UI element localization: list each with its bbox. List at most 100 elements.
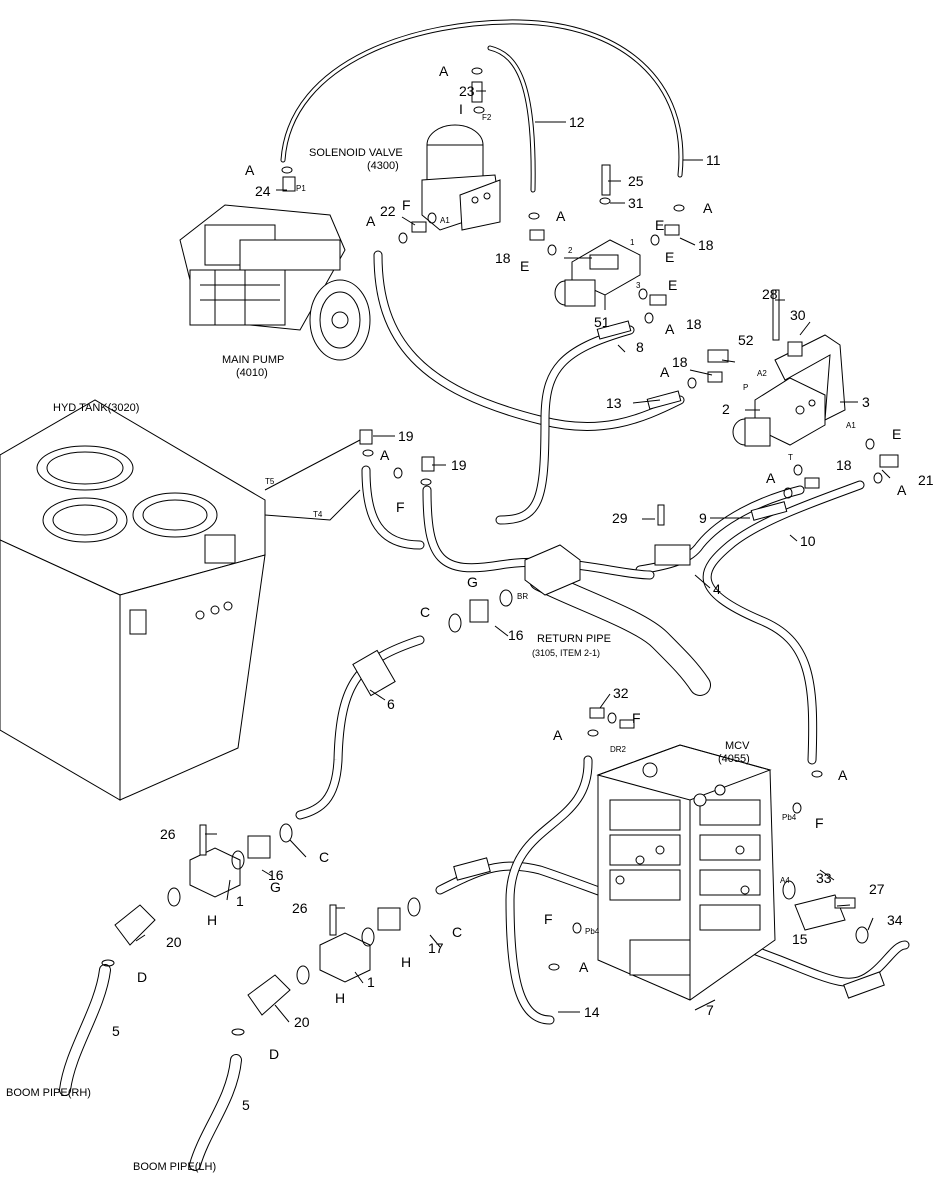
callout-16-b: 16 bbox=[268, 867, 284, 883]
part-callouts: 11 12 23 24 22 25 31 18 18 18 18 18 51 2… bbox=[112, 83, 934, 1113]
hose-10 bbox=[702, 480, 865, 765]
line-t5 bbox=[361, 465, 425, 550]
headings: SOLENOID VALVE (4300) MAIN PUMP (4010) H… bbox=[6, 147, 750, 1173]
letter-a-4: A bbox=[556, 208, 566, 224]
callout-15: 15 bbox=[792, 931, 808, 947]
callout-33: 33 bbox=[816, 870, 832, 886]
pipes-layer bbox=[59, 19, 910, 1171]
letter-a-2: A bbox=[245, 162, 255, 178]
letter-a-1: A bbox=[439, 63, 449, 79]
callout-7: 7 bbox=[706, 1002, 714, 1018]
port-pb4-right: Pb4 bbox=[782, 813, 797, 822]
letter-a-12: A bbox=[838, 767, 848, 783]
callout-11: 11 bbox=[706, 152, 721, 168]
letter-d-1: D bbox=[137, 969, 147, 985]
letter-d-2: D bbox=[269, 1046, 279, 1062]
callout-51: 51 bbox=[594, 314, 610, 330]
letter-e-1: E bbox=[655, 217, 664, 233]
letter-e-3: E bbox=[665, 249, 674, 265]
heading-boom-pipe-lh: BOOM PIPE(LH) bbox=[133, 1161, 216, 1173]
port-t: T bbox=[788, 453, 793, 462]
callout-24: 24 bbox=[255, 183, 271, 199]
port-a2: A2 bbox=[757, 369, 767, 378]
hose-12 bbox=[487, 45, 536, 193]
letter-callouts: A A I F A A E E E A A E E A A A A F G C … bbox=[137, 63, 907, 1062]
callout-52: 52 bbox=[738, 332, 754, 348]
port-a1-valve: A1 bbox=[440, 216, 450, 225]
callout-3: 3 bbox=[862, 394, 870, 410]
callout-21: 21 bbox=[918, 472, 934, 488]
letter-a-6: A bbox=[665, 321, 675, 337]
letter-h-3: H bbox=[335, 990, 345, 1006]
callout-5-a: 5 bbox=[112, 1023, 120, 1039]
heading-return-pipe-no: (3105, ITEM 2-1) bbox=[532, 648, 600, 658]
callout-30: 30 bbox=[790, 307, 806, 323]
callout-22: 22 bbox=[380, 203, 396, 219]
callout-18-a: 18 bbox=[495, 250, 511, 266]
port-p1: P1 bbox=[296, 184, 306, 193]
callout-28: 28 bbox=[762, 286, 778, 302]
port-p: P bbox=[743, 383, 748, 392]
letter-a-10: A bbox=[380, 447, 390, 463]
callout-1-a: 1 bbox=[236, 893, 244, 909]
port-dr2: DR2 bbox=[610, 745, 627, 754]
callout-29: 29 bbox=[612, 510, 628, 526]
heading-main-pump-no: (4010) bbox=[236, 367, 268, 379]
port-labels: P1 F2 A1 1 2 3 A2 P A1 T T5 T4 BR DR2 Pb… bbox=[265, 113, 856, 936]
callout-9: 9 bbox=[699, 510, 707, 526]
letter-f-1: F bbox=[402, 197, 411, 213]
callout-19-a: 19 bbox=[398, 428, 414, 444]
callout-32: 32 bbox=[613, 685, 629, 701]
valve-block-51 bbox=[554, 239, 641, 307]
fittings bbox=[114, 81, 899, 1016]
port-a4: A4 bbox=[780, 876, 790, 885]
port-2: 2 bbox=[568, 246, 573, 255]
heading-boom-pipe-rh: BOOM PIPE(RH) bbox=[6, 1087, 91, 1099]
solenoid-valve-icon bbox=[421, 124, 501, 231]
letter-h-2: H bbox=[401, 954, 411, 970]
letter-a-7: A bbox=[660, 364, 670, 380]
letter-i-1: I bbox=[459, 101, 463, 117]
callout-27: 27 bbox=[869, 881, 885, 897]
heading-solenoid-valve-no: (4300) bbox=[367, 160, 399, 172]
letter-e-4: E bbox=[668, 277, 677, 293]
letter-a-3: A bbox=[366, 213, 376, 229]
callout-5-b: 5 bbox=[242, 1097, 250, 1113]
heading-mcv-no: (4055) bbox=[718, 753, 750, 765]
heading-return-pipe: RETURN PIPE bbox=[537, 633, 611, 645]
callout-26-a: 26 bbox=[160, 826, 176, 842]
callout-34: 34 bbox=[887, 912, 903, 928]
callout-18-e: 18 bbox=[836, 457, 852, 473]
leader-lines bbox=[135, 90, 891, 1023]
letter-c-1: C bbox=[420, 604, 430, 620]
callout-18-d: 18 bbox=[672, 354, 688, 370]
callout-6: 6 bbox=[387, 696, 395, 712]
callout-18-c: 18 bbox=[686, 316, 702, 332]
port-1: 1 bbox=[630, 238, 635, 247]
hose-13 bbox=[373, 250, 685, 431]
callout-26-b: 26 bbox=[292, 900, 308, 916]
letter-f-2: F bbox=[396, 499, 405, 515]
letter-a-13: A bbox=[579, 959, 589, 975]
callout-4: 4 bbox=[713, 581, 721, 597]
letter-f-3: F bbox=[632, 710, 641, 726]
letter-h-1: H bbox=[207, 912, 217, 928]
callout-10: 10 bbox=[800, 533, 816, 549]
main-pump-icon bbox=[179, 204, 371, 361]
callout-12: 12 bbox=[569, 114, 585, 130]
callout-31: 31 bbox=[628, 195, 644, 211]
callout-23: 23 bbox=[459, 83, 475, 99]
letter-e-5: E bbox=[892, 426, 901, 442]
port-t4: T4 bbox=[313, 510, 323, 519]
callout-19-b: 19 bbox=[451, 457, 467, 473]
callout-13: 13 bbox=[606, 395, 622, 411]
port-a1: A1 bbox=[846, 421, 856, 430]
hyd-tank-icon bbox=[0, 399, 361, 801]
callout-20-b: 20 bbox=[294, 1014, 310, 1030]
letter-c-3: C bbox=[452, 924, 462, 940]
heading-main-pump: MAIN PUMP bbox=[222, 354, 284, 366]
callout-18-b: 18 bbox=[698, 237, 714, 253]
callout-14: 14 bbox=[584, 1004, 600, 1020]
